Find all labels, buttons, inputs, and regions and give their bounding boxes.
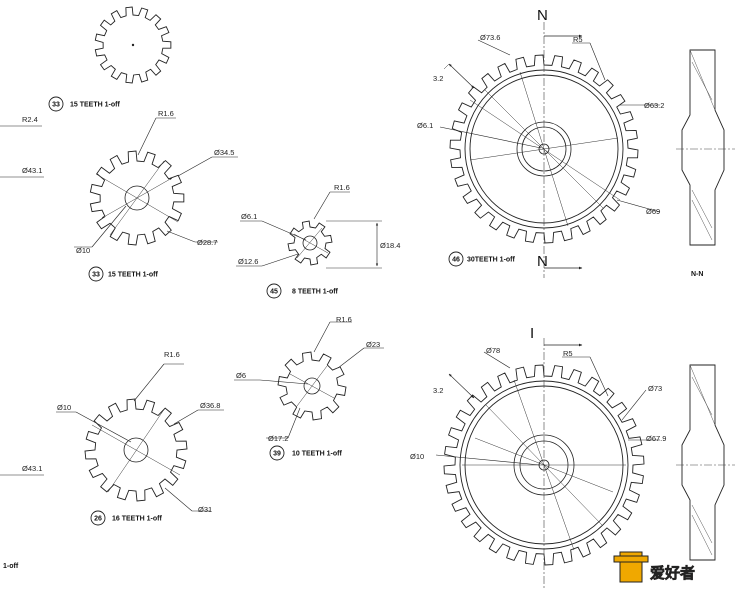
dim-label: R1.6 [164, 350, 180, 359]
dim-label: Ø67.9 [646, 434, 666, 443]
dim-label: Ø17.2 [268, 434, 288, 443]
bore-circle [123, 437, 149, 463]
balloon [448, 251, 464, 267]
balloon-number: 33 [92, 272, 100, 279]
dim-label: Ø73 [648, 384, 662, 393]
dim-label: Ø63.2 [644, 101, 664, 110]
dim-label: Ø6.1 [417, 121, 433, 130]
dim-label: Ø10 [57, 403, 71, 412]
dim-label: Ø23 [366, 340, 380, 349]
part-caption: 10 TEETH 1-off [292, 451, 342, 458]
watermark-text: 爱好者 [650, 564, 695, 582]
dim-label: Ø43.1 [22, 464, 42, 473]
balloon-number: 45 [270, 289, 278, 296]
dim-label: R1.6 [158, 109, 174, 118]
balloon [269, 445, 285, 461]
bore-circle [303, 377, 321, 395]
dim-label: R2.4 [22, 115, 38, 124]
gear-33-top: 33 15 TEETH 1-off [48, 6, 172, 112]
dim-label: Ø69 [646, 207, 660, 216]
dim-label: Ø10 [410, 452, 424, 461]
dim-label: Ø6.1 [241, 212, 257, 221]
section-view-top: N-N [676, 49, 735, 278]
gear-outline [287, 220, 333, 266]
dim-label: 3.2 [433, 386, 443, 395]
bore-circle [302, 235, 318, 251]
dim-label: 3.2 [433, 74, 443, 83]
balloon [266, 283, 282, 299]
gear-26: R1.6 Ø10 Ø36.8 Ø31 26 16 TEETH 1-off [56, 350, 224, 526]
balloon [88, 266, 104, 282]
dim-label: Ø43.1 [22, 166, 42, 175]
dim-label: Ø18.4 [380, 241, 400, 250]
dim-label: Ø36.8 [200, 401, 220, 410]
left-edge-dims: R2.4 Ø43.1 Ø43.1 1-off [0, 115, 44, 570]
gear-45: R1.6 Ø6.1 Ø12.6 Ø18.4 45 8 TEETH 1-off [236, 183, 400, 299]
dim-label: Ø28.7 [197, 238, 217, 247]
dim-label: Ø73.6 [480, 33, 500, 42]
section-marker: N [537, 7, 548, 24]
watermark-logo: 爱好者 [613, 551, 695, 583]
gear-outline [94, 6, 172, 84]
dim-label: Ø31 [198, 505, 212, 514]
dim-label: R1.6 [334, 183, 350, 192]
dim-label: Ø12.6 [238, 257, 258, 266]
part-caption: 8 TEETH 1-off [292, 289, 339, 296]
gear-outline [277, 351, 347, 421]
dim-label: Ø10 [76, 246, 90, 255]
balloon [90, 510, 106, 526]
part-caption: 15 TEETH 1-off [108, 272, 158, 279]
dim-label: R1.6 [336, 315, 352, 324]
section-view-label: N-N [691, 271, 703, 278]
dim-label: R5 [573, 35, 583, 44]
gear-lower-right: I Ø78 R5 Ø73 Ø67.9 Ø10 3.2 [410, 325, 666, 589]
section-marker: N [537, 253, 548, 270]
gear-outline [84, 398, 188, 502]
balloon-number: 46 [452, 257, 460, 264]
gear-outline [89, 150, 185, 246]
part-caption: 16 TEETH 1-off [112, 516, 162, 523]
balloon-number: 39 [273, 451, 281, 458]
gear-46: N N Ø73.6 R5 Ø63.2 Ø69 Ø6.1 3.2 46 30TEE… [417, 7, 664, 278]
part-caption: 1-off [3, 563, 19, 570]
part-caption: 30TEETH 1-off [467, 257, 516, 264]
balloon [48, 96, 64, 112]
dim-label: Ø34.5 [214, 148, 234, 157]
section-view-bottom [676, 364, 735, 561]
section-marker: I [530, 325, 534, 342]
dim-label: R5 [563, 349, 573, 358]
dim-label: Ø6 [236, 371, 246, 380]
dim-label: Ø78 [486, 346, 500, 355]
balloon-number: 26 [94, 516, 102, 523]
gear-39: R1.6 Ø23 Ø6 Ø17.2 39 10 TEETH 1-off [234, 315, 384, 461]
balloon-number: 33 [52, 102, 60, 109]
gear-33-dimensioned: R1.6 Ø34.5 Ø28.7 Ø10 33 15 TEETH 1-off [74, 109, 238, 282]
part-caption: 15 TEETH 1-off [70, 102, 120, 109]
